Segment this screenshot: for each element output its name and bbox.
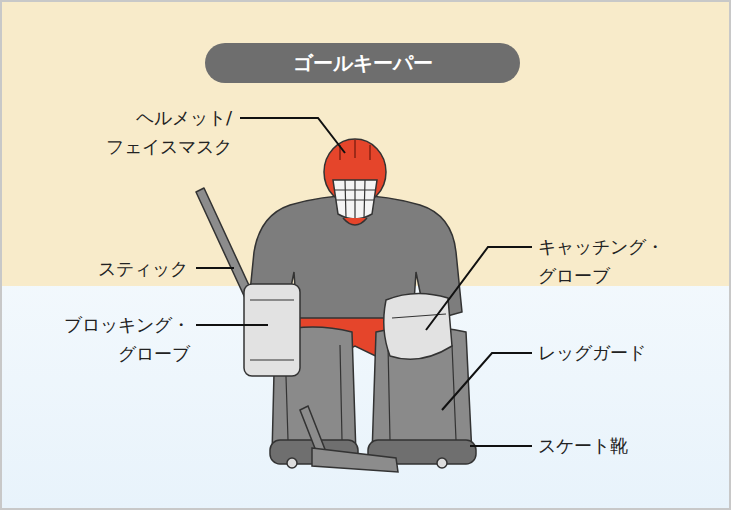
pad-label: レッグガード	[538, 338, 688, 367]
blocker-label: ブロッキング・ グローブ	[60, 310, 190, 368]
skate-label: スケート靴	[538, 431, 678, 460]
glove-label: キャッチング・ グローブ	[538, 232, 678, 290]
stick-label: スティック	[68, 254, 188, 283]
helmet-label: ヘルメット/ フェイスマスク	[92, 103, 232, 161]
title-pill: ゴールキーパー	[205, 43, 520, 83]
